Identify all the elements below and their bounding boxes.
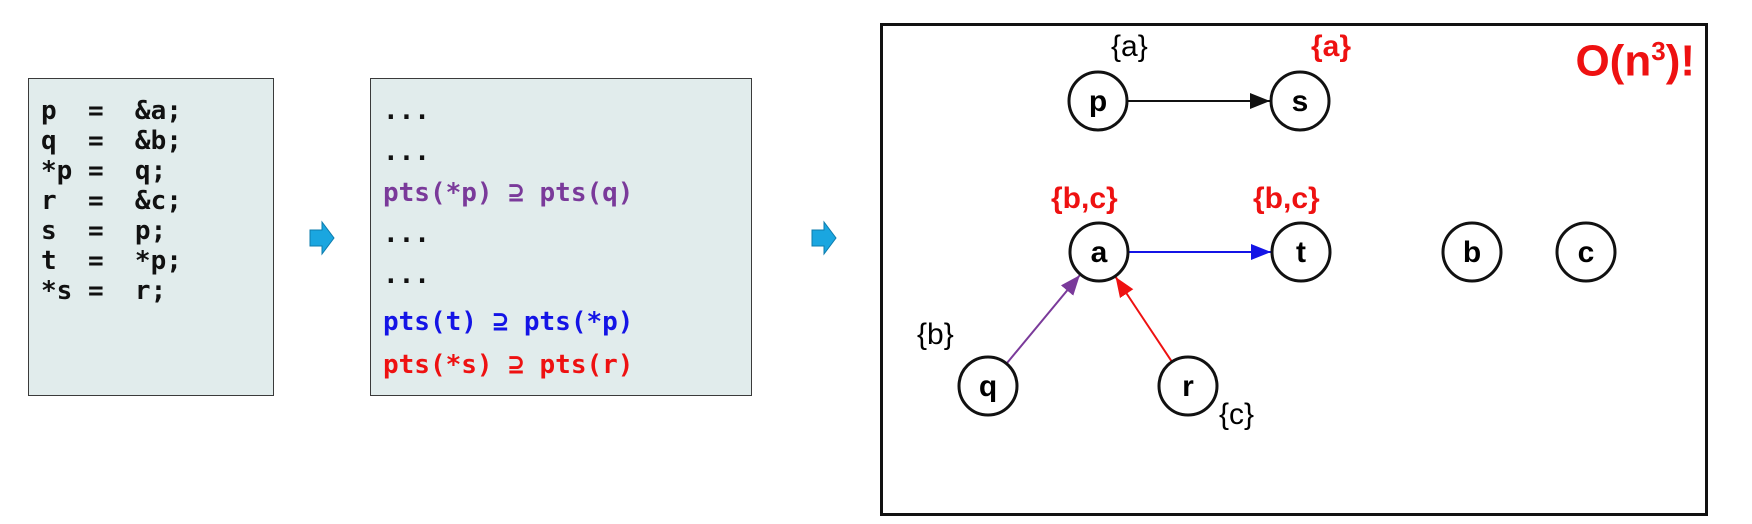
edge-q-a <box>1005 274 1081 365</box>
node-label: a <box>1091 236 1108 269</box>
points-to-set-label: {b,c} <box>1253 182 1320 215</box>
code-line: *p = q; <box>41 156 167 186</box>
complexity-tail: )! <box>1665 36 1695 86</box>
node-circle <box>1555 221 1617 283</box>
code-line: s = p; <box>41 216 167 246</box>
constraint-line: ... <box>383 137 430 167</box>
node-circle <box>1270 221 1332 283</box>
node-b: b <box>1441 221 1503 283</box>
constraint-line: pts(*s) ⊇ pts(r) <box>383 350 634 380</box>
node-t: t {b,c} <box>1253 182 1332 283</box>
program-code-box: p = &a; q = &b; *p = q; r = &c; s = p; t… <box>28 78 274 396</box>
edge-r-a <box>1114 276 1173 363</box>
code-line: *s = r; <box>41 276 167 306</box>
node-label: c <box>1578 236 1595 269</box>
constraint-line: ... <box>383 260 430 290</box>
node-circle <box>1269 70 1331 132</box>
points-to-set-label: {b} <box>917 318 954 351</box>
right-arrow-icon <box>811 220 837 256</box>
points-to-set-label: {c} <box>1219 398 1254 431</box>
points-to-set-label: {a} <box>1311 30 1351 63</box>
constraint-line: ... <box>383 96 430 126</box>
code-line: r = &c; <box>41 186 182 216</box>
node-circle <box>1068 221 1130 283</box>
node-label: t <box>1296 236 1306 269</box>
node-p: p{a} <box>1067 30 1148 132</box>
points-to-set-label: {b,c} <box>1051 182 1118 215</box>
constraint-line: pts(t) ⊇ pts(*p) <box>383 307 634 337</box>
node-a: a {b,c} <box>1051 182 1130 283</box>
complexity-main: O(n <box>1575 36 1652 86</box>
node-circle <box>1441 221 1503 283</box>
complexity-label: O(n3)! <box>1575 36 1695 87</box>
node-c: c <box>1555 221 1617 283</box>
node-label: q <box>979 370 997 403</box>
node-label: b <box>1463 236 1481 269</box>
node-label: p <box>1089 85 1107 118</box>
node-r: r {c} <box>1157 355 1254 431</box>
code-line: p = &a; <box>41 96 182 126</box>
node-label: r <box>1182 370 1194 403</box>
node-circle <box>1157 355 1219 417</box>
points-to-set-label: {a} <box>1111 30 1148 63</box>
code-line: q = &b; <box>41 126 182 156</box>
constraint-line: ... <box>383 219 430 249</box>
complexity-exponent: 3 <box>1651 36 1666 66</box>
node-circle <box>1067 70 1129 132</box>
right-arrow-icon <box>309 220 335 256</box>
node-circle <box>957 355 1019 417</box>
code-line: t = *p; <box>41 246 182 276</box>
node-s: s{a} <box>1269 30 1351 132</box>
node-q: q {b} <box>917 318 1019 417</box>
constraint-line: pts(*p) ⊇ pts(q) <box>383 178 634 208</box>
constraints-code-box: ... ... pts(*p) ⊇ pts(q) ... ... pts(t) … <box>370 78 752 396</box>
node-label: s <box>1292 85 1309 118</box>
